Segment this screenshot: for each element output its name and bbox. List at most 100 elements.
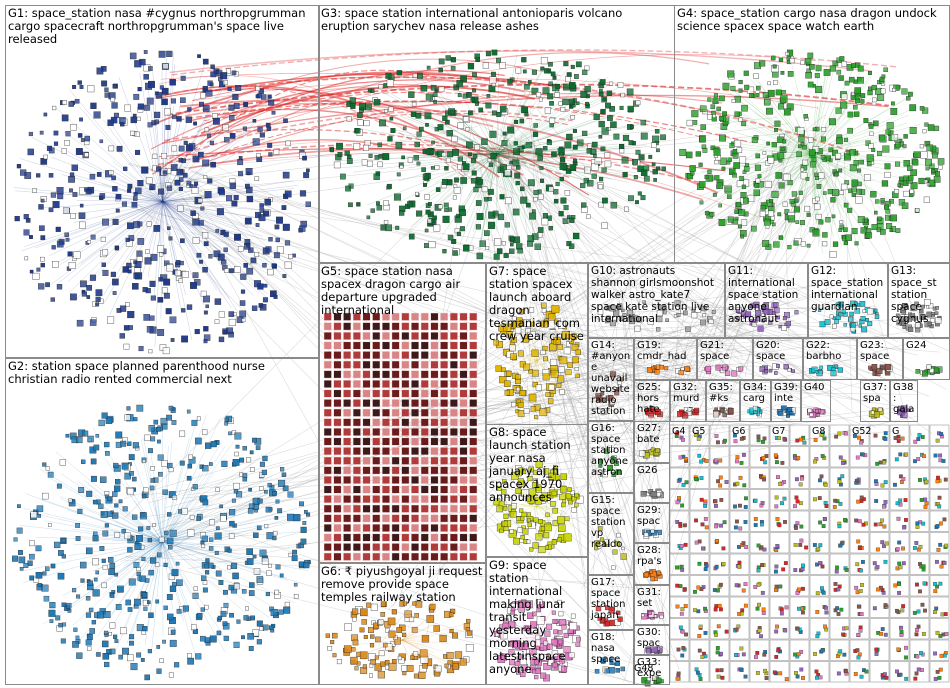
node: [894, 457, 899, 462]
node: [844, 431, 849, 436]
node: [735, 455, 740, 460]
node: [218, 336, 225, 343]
node: [181, 308, 186, 313]
node: [812, 543, 817, 547]
node: [818, 543, 823, 548]
node: [199, 259, 204, 264]
node: [267, 268, 274, 276]
edge: [531, 347, 584, 566]
node-layer: [12, 49, 950, 687]
edge: [556, 378, 792, 432]
node: [181, 335, 188, 343]
node: [233, 195, 239, 201]
mini-group-panel: [769, 446, 790, 468]
inter-group-edges: [123, 106, 950, 688]
edge: [689, 333, 804, 403]
node: [197, 54, 201, 58]
mini-group-panel: [729, 446, 750, 468]
node: [799, 437, 803, 442]
node: [28, 131, 33, 137]
node: [938, 453, 943, 458]
node: [259, 203, 264, 208]
node: [742, 452, 746, 457]
node: [699, 476, 704, 480]
node: [282, 223, 290, 231]
node: [700, 522, 705, 527]
edge: [528, 140, 933, 434]
edge: [75, 201, 163, 301]
edge: [162, 201, 231, 257]
node: [778, 482, 783, 486]
node: [938, 521, 943, 526]
node: [753, 523, 758, 527]
node: [824, 504, 829, 508]
node: [741, 541, 746, 546]
node: [937, 504, 942, 509]
node: [229, 182, 236, 189]
node: [205, 304, 209, 309]
node: [90, 234, 96, 240]
edge: [58, 201, 163, 245]
edge: [162, 201, 243, 286]
node: [127, 269, 132, 274]
node: [285, 140, 291, 147]
node: [185, 116, 192, 123]
edge: [118, 77, 163, 202]
edge: [19, 158, 163, 202]
node: [714, 524, 719, 529]
node: [936, 475, 940, 480]
edge: [654, 304, 744, 355]
node: [70, 124, 77, 131]
node: [775, 517, 780, 521]
edge: [109, 168, 163, 202]
edge: [149, 54, 817, 171]
edge: [168, 110, 573, 160]
node: [713, 499, 718, 504]
node: [795, 438, 800, 443]
node: [112, 278, 119, 286]
node: [248, 247, 254, 253]
node: [679, 544, 684, 549]
node: [56, 284, 63, 290]
node: [50, 297, 55, 302]
node: [816, 547, 821, 551]
edge: [79, 106, 163, 202]
node: [704, 459, 709, 463]
edge: [162, 57, 167, 202]
node: [177, 205, 184, 212]
edge: [687, 295, 833, 394]
edge: [545, 321, 639, 403]
node: [913, 439, 918, 444]
node: [837, 431, 842, 436]
edge: [694, 106, 847, 394]
edge: [152, 71, 163, 202]
node: [854, 480, 859, 485]
edge: [162, 98, 234, 202]
node: [694, 540, 699, 545]
node: [783, 520, 787, 524]
node: [737, 564, 741, 569]
node: [861, 522, 866, 527]
edge: [57, 201, 163, 284]
edge: [162, 93, 233, 202]
node: [161, 87, 169, 95]
node: [943, 477, 948, 482]
node: [138, 346, 144, 352]
node: [856, 539, 861, 544]
node: [306, 168, 310, 173]
node: [918, 544, 923, 549]
node: [901, 546, 905, 551]
node: [699, 459, 704, 464]
node: [171, 145, 178, 152]
node: [271, 110, 276, 115]
node: [675, 500, 680, 505]
node: [203, 295, 210, 303]
node: [793, 543, 798, 547]
node: [883, 480, 888, 485]
edge: [588, 315, 619, 619]
node: [721, 546, 726, 551]
node: [744, 496, 748, 501]
edge: [162, 201, 205, 305]
node: [718, 475, 723, 480]
node: [738, 503, 742, 508]
